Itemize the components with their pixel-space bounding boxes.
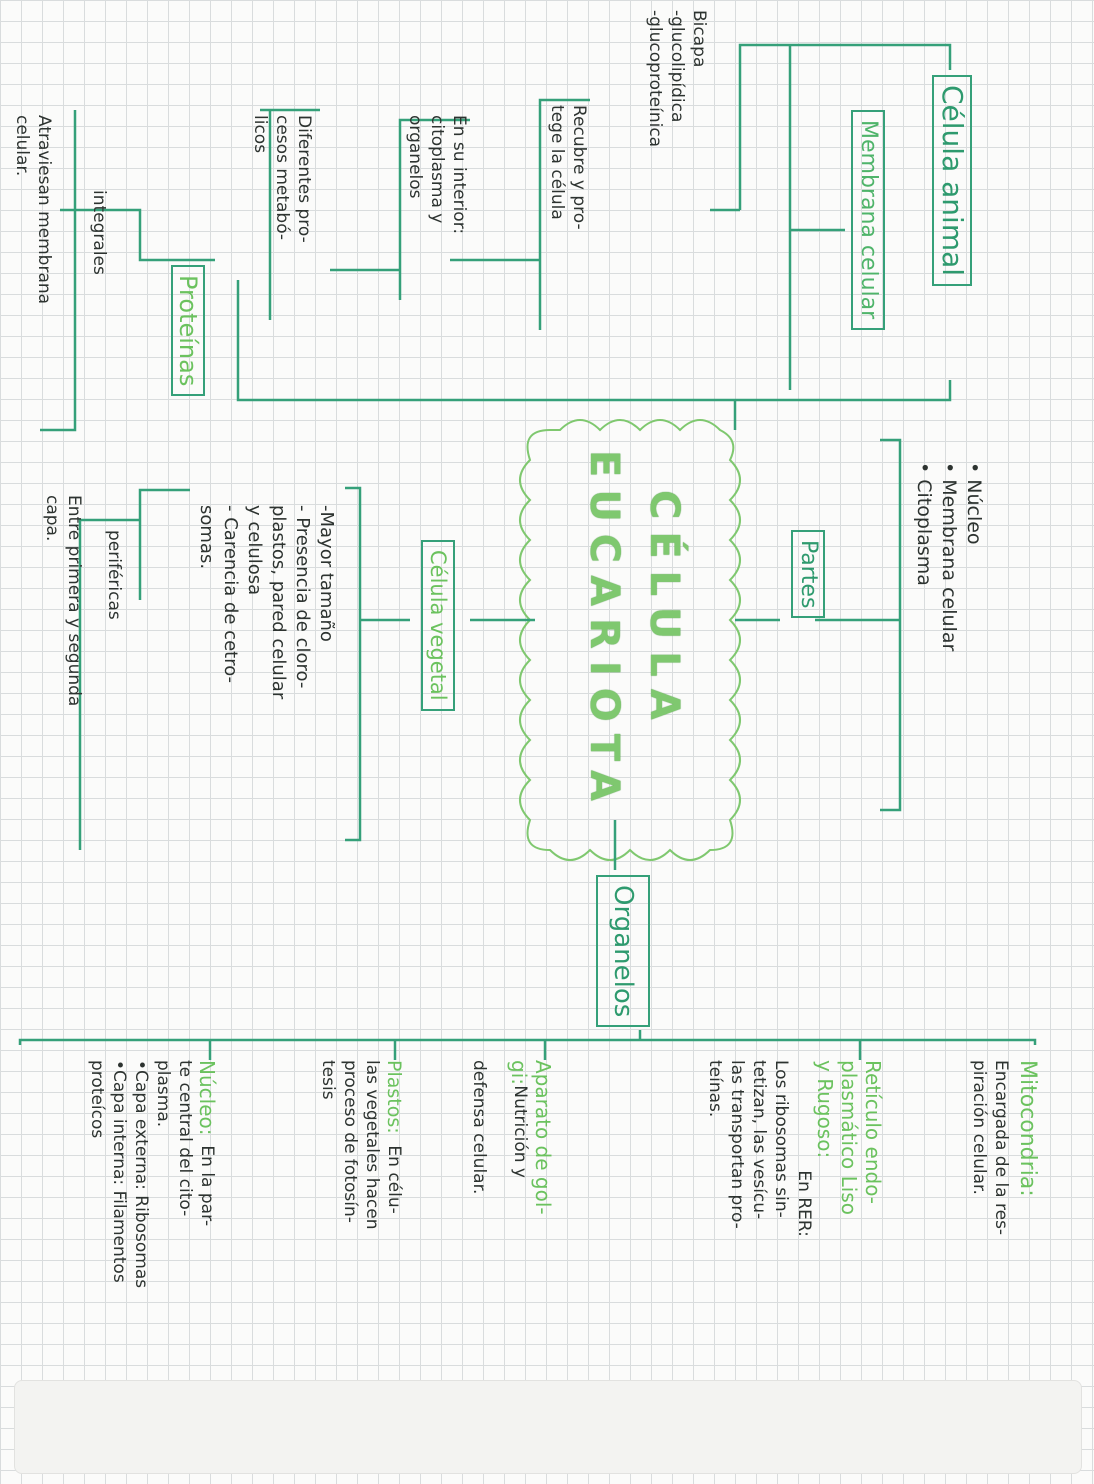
mitocondria-title: Mitocondria: <box>1015 1060 1040 1197</box>
golgi-body: defensa celular. <box>469 1060 489 1195</box>
nucleo-body-first: En la par- <box>197 1140 217 1227</box>
membrana-bicapa-text: Bicapa -glucolipídica -glucoproteínica <box>645 10 709 148</box>
title-line-1: CÉLULA <box>641 490 687 732</box>
nucleo-title: Núcleo: <box>195 1060 219 1136</box>
proteinas-perifericas-label: periféricas <box>104 530 124 620</box>
proteinas-integrales-label: integrales <box>89 190 109 275</box>
reticulo-body-first: En RER: <box>794 1165 814 1237</box>
title-line-2: EUCARIOTA <box>581 450 627 813</box>
nucleo-body: te central del cito- plasma. •Capa exter… <box>87 1060 195 1289</box>
partes-label: Partes <box>791 530 825 619</box>
page-bottom-strip <box>14 1380 1082 1474</box>
plastos-title: Plastos: <box>383 1060 405 1134</box>
mitocondria-body: Encargada de la res- piración celular. <box>969 1060 1011 1236</box>
membrana-funcion-text: Recubre y pro- tege la célula <box>547 105 589 230</box>
celula-animal-label: Célula animal <box>932 75 972 287</box>
interior-text: En su interior: citoplasma y organelos <box>405 115 469 235</box>
organelos-label: Organelos <box>596 875 650 1028</box>
partes-item-nucleo: • Núcleo <box>963 462 985 545</box>
partes-item-citoplasma: • Citoplasma <box>913 462 935 586</box>
proteinas-integrales-desc: Atraviesan membrana celular. <box>12 115 54 305</box>
procesos-text: Diferentes pro- cesos metabó- licos <box>250 115 314 243</box>
celula-vegetal-label: Célula vegetal <box>421 540 455 711</box>
partes-item-membrana: • Membrana celular <box>938 462 960 652</box>
plastos-body-first: En célu- <box>384 1140 404 1214</box>
membrana-celular-label: Membrana celular <box>851 110 885 330</box>
reticulo-title: Retículo endo- plasmático Liso y Rugoso: <box>813 1060 885 1216</box>
proteinas-perifericas-desc: Entre primera y segunda capa. <box>42 495 84 707</box>
title-cloud <box>519 419 741 861</box>
golgi-body-first: Nutrición y <box>510 1080 530 1178</box>
celula-vegetal-items: -Mayor tamaño - Presencia de cloro- plas… <box>196 505 337 700</box>
proteinas-label: Proteínas <box>171 265 205 397</box>
reticulo-body: Los ribosomas sin- tetizan, las vesícu- … <box>705 1060 791 1229</box>
plastos-body: las vegetales hacen proceso de fotosín- … <box>318 1060 382 1230</box>
